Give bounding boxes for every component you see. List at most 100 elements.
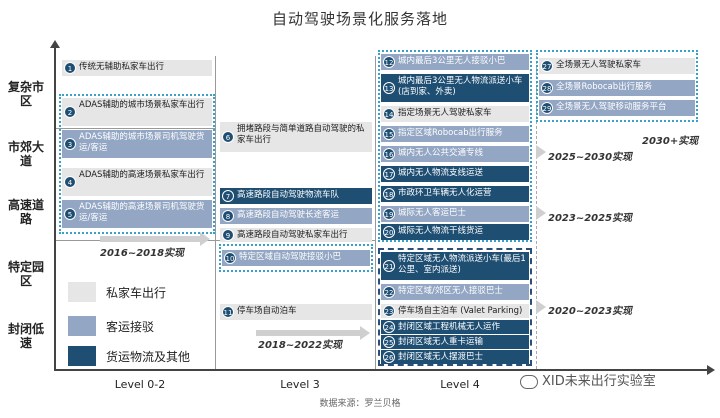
item-label: 城内无人物流支线运送 xyxy=(398,168,484,178)
item-number-badge: 15 xyxy=(383,128,395,140)
x-axis xyxy=(54,369,710,371)
item-number-badge: 19 xyxy=(383,208,395,220)
y-label-closed-lowspeed: 封闭低速 xyxy=(7,322,44,350)
x-label-level-0-2: Level 0-2 xyxy=(114,378,166,391)
item-number-badge: 23 xyxy=(383,305,395,317)
item-number-badge: 29 xyxy=(541,102,553,114)
item-number-badge: 5 xyxy=(64,208,76,220)
level-0-2-group-box xyxy=(59,94,215,234)
item-number-badge: 28 xyxy=(541,82,553,94)
item-label: ADAS辅助的高速场景司机驾驶货运/客运 xyxy=(79,202,205,223)
y-label-suburban: 市郊大道 xyxy=(7,140,44,168)
column-divider xyxy=(215,56,216,369)
y-axis-arrow xyxy=(50,40,60,48)
item-label: ADAS辅助的高速场景私家车出行 xyxy=(79,170,205,180)
item-number-badge: 17 xyxy=(383,168,395,180)
item-label: 指定区域Robocab出行服务 xyxy=(398,128,503,138)
item-number-badge: 11 xyxy=(222,306,234,318)
item-label: 城内最后3公里无人接驳小巴 xyxy=(398,56,506,66)
era-arrow-bar xyxy=(100,236,200,242)
legend-label: 私家车出行 xyxy=(106,286,167,300)
column-divider xyxy=(375,56,376,369)
item-label: 停车场自动泊车 xyxy=(237,306,297,316)
item-label: 市政环卫车辆无人化运营 xyxy=(398,188,492,198)
item-label: 特定区域/郊区无人接驳巴士 xyxy=(398,286,503,296)
legend-label: 客运接驳 xyxy=(106,320,155,334)
item-label: 高速路段自动驾驶私家车出行 xyxy=(237,230,348,240)
item-label: 拥堵路段与简单道路自动驾驶的私家车出行 xyxy=(237,124,365,145)
data-source: 数据来源：罗兰贝格 xyxy=(319,399,401,409)
item-label: 高速路段自动驾驶长途客运 xyxy=(237,210,340,220)
item-number-badge: 7 xyxy=(222,190,234,202)
item-number-badge: 26 xyxy=(383,351,395,363)
era-label: 2016~2018实现 xyxy=(100,248,185,259)
full-scenario-box xyxy=(536,50,698,122)
era-label: 2030+实现 xyxy=(642,136,699,147)
era-label: 2025~2030实现 xyxy=(548,152,633,163)
era-arrow-head xyxy=(536,300,546,314)
y-label-highway: 高速道路 xyxy=(7,198,44,226)
era-arrow-head xyxy=(536,206,546,220)
item-number-badge: 3 xyxy=(64,138,76,150)
era-arrow-head xyxy=(360,326,370,340)
item-number-badge: 14 xyxy=(383,108,395,120)
x-axis-arrow xyxy=(707,365,715,375)
page-title: 自动驾驶场景化服务落地 xyxy=(271,10,448,28)
wechat-icon xyxy=(520,374,538,389)
item-number-badge: 25 xyxy=(383,336,395,348)
x-label-level-3: Level 3 xyxy=(280,378,320,391)
item-number-badge: 9 xyxy=(222,229,234,241)
item-number-badge: 16 xyxy=(383,148,395,160)
item-number-badge: 1 xyxy=(64,62,76,74)
item-number-badge: 13 xyxy=(383,82,395,94)
era-arrow-bar xyxy=(256,330,360,336)
item-label: 封闭区域工程机械无人运作 xyxy=(398,322,501,332)
x-label-level-4: Level 4 xyxy=(440,378,480,391)
item-label: 城内最后3公里无人物流派送小车(店到家、外卖) xyxy=(398,76,523,97)
era-arrow-head xyxy=(200,232,210,246)
item-label: 城内无人公共交通专线 xyxy=(398,148,484,158)
era-label: 2020~2023实现 xyxy=(548,306,633,317)
y-label-specific-zone: 特定园区 xyxy=(7,260,44,288)
item-label: 全场景无人驾驶私家车 xyxy=(556,60,642,70)
item-label: 全场景无人驾驶移动服务平台 xyxy=(556,102,667,112)
watermark-text: XID未来出行实验室 xyxy=(542,374,656,389)
item-label: ADAS辅助的城市场景私家车出行 xyxy=(79,100,205,110)
legend-swatch-passenger xyxy=(68,316,96,336)
item-label: 城际无人物流干线货运 xyxy=(398,226,484,236)
item-label: 传统无辅助私家车出行 xyxy=(79,62,165,72)
item-number-badge: 21 xyxy=(383,260,395,272)
item-number-badge: 10 xyxy=(224,252,236,264)
item-number-badge: 4 xyxy=(64,176,76,188)
item-number-badge: 27 xyxy=(541,60,553,72)
item-number-badge: 6 xyxy=(222,131,234,143)
item-label: 指定场景无人驾驶私家车 xyxy=(398,108,492,118)
item-number-badge: 2 xyxy=(64,106,76,118)
era-label: 2018~2022实现 xyxy=(258,340,343,351)
